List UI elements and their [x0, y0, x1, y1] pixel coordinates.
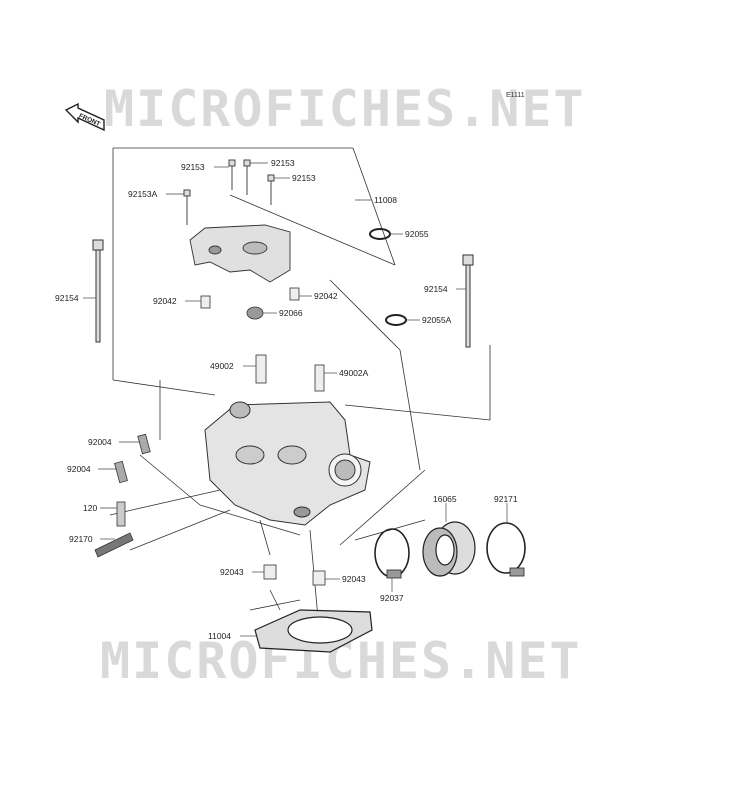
dowel-92043-left	[263, 564, 277, 580]
label-92043-right: 92043	[342, 574, 366, 584]
label-16065: 16065	[433, 494, 457, 504]
bracket-92170	[94, 532, 134, 558]
frame-line	[354, 519, 426, 541]
label-49002A: 49002A	[339, 368, 369, 378]
frame-line	[329, 279, 401, 351]
stud-92004-b	[114, 460, 128, 484]
frame-line	[139, 454, 201, 506]
label-11008: 11008	[374, 195, 398, 205]
o-ring-92055	[369, 228, 391, 240]
label-49002: 49002	[210, 361, 234, 371]
frame-line	[259, 519, 271, 556]
cylinder-head	[204, 401, 371, 526]
label-92042-left: 92042	[153, 296, 177, 306]
watermark-top: MICROFICHES.NET	[104, 80, 586, 138]
frame-line	[344, 404, 491, 421]
long-bolts-92154	[92, 239, 474, 348]
stud-49002A	[314, 364, 325, 392]
bolt-120	[116, 501, 126, 527]
dowel-92042-left	[200, 295, 211, 309]
dowel-92043-right	[312, 570, 326, 586]
o-ring-92055A	[385, 314, 407, 326]
label-92043-left: 92043	[220, 567, 244, 577]
label-92154-left: 92154	[55, 293, 79, 303]
frame-line	[112, 379, 216, 396]
frame-line	[399, 349, 421, 471]
diagram-code: E1111	[506, 92, 525, 99]
label-92066: 92066	[279, 308, 303, 318]
label-92170: 92170	[69, 534, 93, 544]
front-arrow-icon: FRONT	[64, 102, 105, 132]
intake-boot-16065	[422, 521, 476, 577]
label-92004-a: 92004	[88, 437, 112, 447]
grommet-92066	[246, 306, 264, 320]
frame-line	[109, 489, 221, 516]
stud-92004-a	[137, 433, 151, 455]
label-92153-b: 92153	[271, 158, 295, 168]
label-92153-c: 92153	[292, 173, 316, 183]
dowel-92042-right	[289, 287, 300, 301]
frame-line	[229, 194, 396, 266]
frame-line	[269, 589, 281, 611]
frame-line	[199, 504, 301, 536]
label-92153-a: 92153	[181, 162, 205, 172]
label-92153A: 92153A	[128, 189, 158, 199]
bolt-group-92153	[183, 159, 275, 225]
label-92037: 92037	[380, 593, 404, 603]
frame-line	[129, 509, 231, 551]
label-120: 120	[83, 503, 98, 513]
label-92154-right: 92154	[424, 284, 448, 294]
clamp-92037	[374, 528, 410, 579]
frame-line	[339, 469, 426, 546]
label-92055A: 92055A	[422, 315, 452, 325]
frame-line	[249, 599, 301, 611]
label-11004: 11004	[208, 631, 232, 641]
head-gasket	[254, 609, 373, 653]
label-92042-right: 92042	[314, 291, 338, 301]
clamp-92171	[486, 522, 526, 577]
stud-49002	[255, 354, 267, 384]
label-92171: 92171	[494, 494, 518, 504]
camshaft-holder	[189, 224, 291, 283]
label-92055: 92055	[405, 229, 429, 239]
label-92004-b: 92004	[67, 464, 91, 474]
frame-line	[352, 147, 396, 266]
